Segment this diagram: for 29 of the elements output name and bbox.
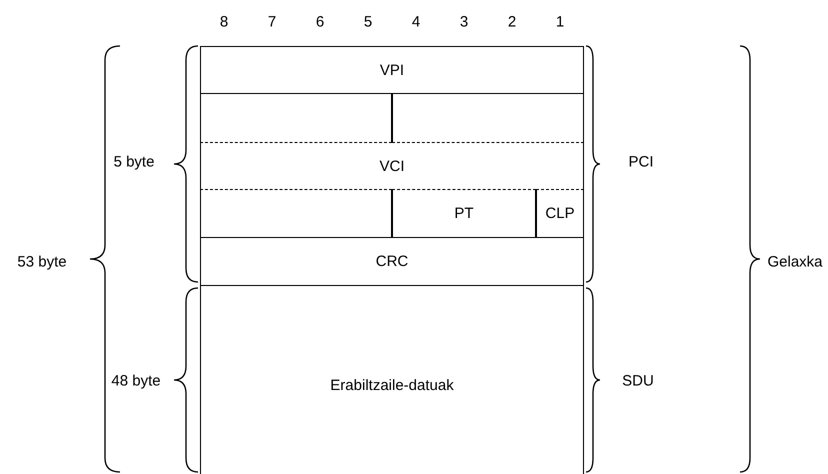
field-cell [200, 46, 584, 94]
bit-number: 1 [556, 14, 564, 30]
byte-count-label: 53 byte [17, 254, 67, 270]
bit-number: 3 [460, 14, 468, 30]
field-label: Erabiltzaile-datuak [330, 376, 454, 394]
bit-number: 5 [364, 14, 372, 30]
field-group-label: SDU [622, 372, 654, 390]
field-cell [200, 237, 584, 286]
byte-count-label: 48 byte [111, 372, 161, 390]
field-cell [392, 189, 536, 238]
field-label: CRC [376, 253, 408, 270]
field-cell [536, 189, 584, 238]
field-cell [200, 189, 392, 238]
field-cell [200, 142, 584, 190]
bit-number: 6 [316, 14, 324, 30]
field-label: VPI [380, 62, 404, 78]
field-group-label: Gelaxka [767, 254, 823, 270]
field-label: VCI [379, 158, 404, 174]
field-label: PT [454, 205, 474, 222]
field-label: CLP [545, 205, 575, 222]
bit-number: 4 [412, 14, 420, 30]
bit-number: 7 [268, 14, 276, 30]
field-cell [200, 93, 392, 143]
bit-number: 8 [220, 14, 228, 30]
byte-count-label: 5 byte [114, 154, 154, 170]
bit-number: 2 [508, 14, 516, 30]
field-cell [200, 285, 584, 474]
field-cell [392, 93, 584, 143]
field-group-label: PCI [628, 154, 654, 170]
